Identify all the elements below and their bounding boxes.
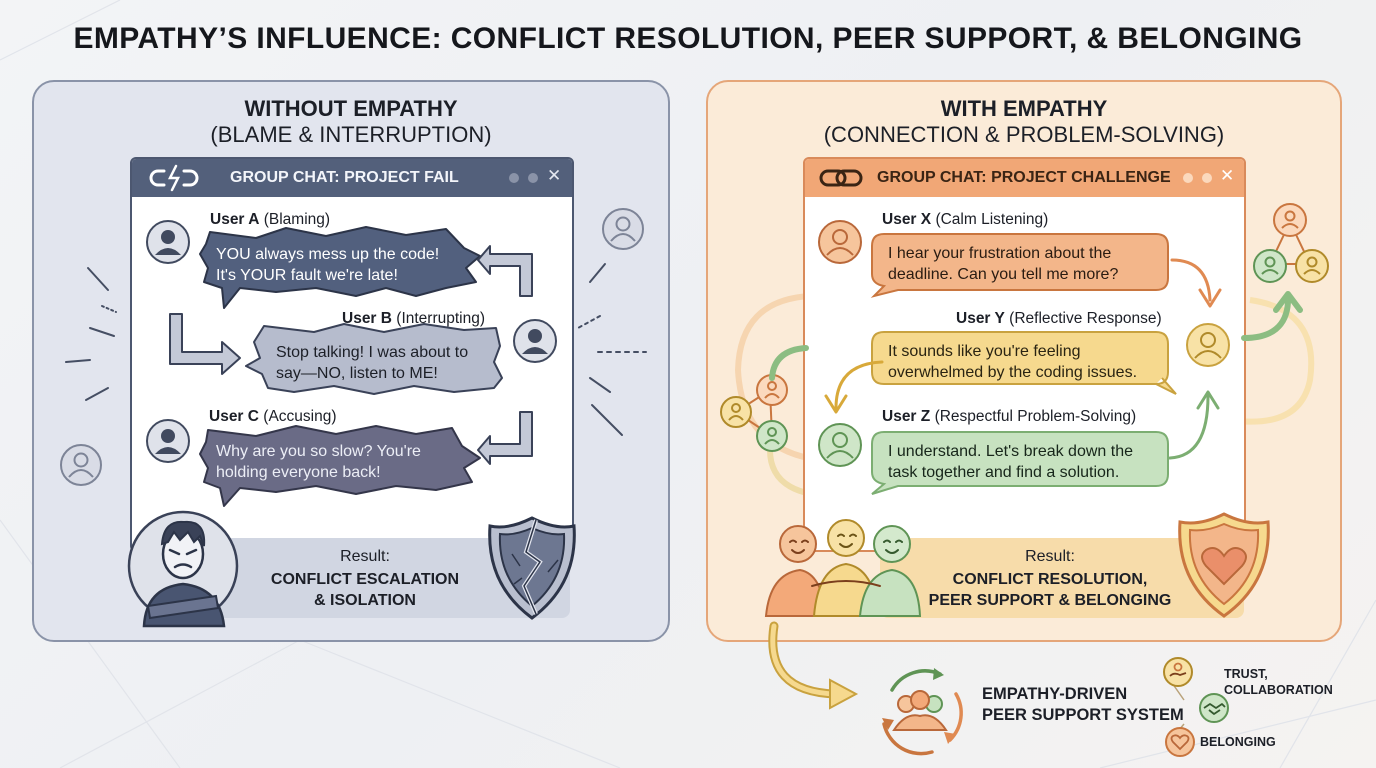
support-arrow-up (1241, 291, 1303, 341)
outcome-trust-line-2: COLLABORATION (1224, 683, 1333, 697)
user-y-avatar (1186, 323, 1230, 367)
outcome-belonging: BELONGING (1200, 735, 1276, 749)
heart-shield-icon (1178, 512, 1270, 618)
message-user-x-line-1: I hear your frustration about the (888, 245, 1112, 262)
user-z-label: User Z (Respectful Problem-Solving) (882, 408, 1137, 425)
user-x-avatar (818, 220, 862, 264)
message-user-z-line-1: I understand. Let's break down the (888, 443, 1133, 460)
window-dot-2[interactable] (1202, 173, 1212, 183)
user-z-avatar (818, 423, 862, 467)
left-result-label: Result: (340, 548, 390, 565)
flow-arrows (824, 258, 1222, 460)
message-user-b-line-2: say—NO, listen to ME! (276, 365, 438, 382)
user-a-avatar (146, 220, 190, 264)
conflict-arrows (169, 245, 533, 465)
without-empathy-heading: WITHOUT EMPATHY (244, 96, 458, 121)
window-title: GROUP CHAT: PROJECT CHALLENGE (877, 169, 1171, 186)
user-b-label: User B (Interrupting) (342, 310, 486, 327)
outcome-trust-line-1: TRUST, (1224, 667, 1268, 681)
bubble-user-b (245, 323, 503, 395)
message-user-b-line-1: Stop talking! I was about to (276, 344, 469, 361)
outcome-flow-arrow (768, 621, 859, 710)
window-title-bar: GROUP CHAT: PROJECT CHALLENGE ✕ (805, 159, 1244, 197)
connected-group-icon (720, 374, 788, 452)
window-close-button[interactable]: ✕ (547, 166, 562, 185)
message-user-a-line-2: It's YOUR fault we're late! (216, 267, 398, 284)
window-title: GROUP CHAT: PROJECT FAIL (230, 169, 459, 186)
user-x-label: User X (Calm Listening) (882, 211, 1049, 228)
user-a-label: User A (Blaming) (210, 211, 331, 228)
connected-group-icon (1253, 203, 1329, 283)
user-y-label: User Y (Reflective Response) (956, 310, 1162, 327)
right-result-line-2: PEER SUPPORT & BELONGING (928, 592, 1172, 609)
isolated-angry-person-icon (127, 510, 239, 628)
support-arrow-left (769, 345, 809, 381)
message-user-y-line-2: overwhelmed by the coding issues. (888, 364, 1138, 381)
with-empathy-heading: WITH EMPATHY (940, 96, 1108, 121)
bubble-user-y (871, 331, 1177, 395)
trust-hand-icon (1163, 657, 1193, 687)
window-dot-1[interactable] (509, 173, 519, 183)
window-close-button[interactable]: ✕ (1220, 166, 1235, 185)
user-b-avatar (513, 319, 557, 363)
left-tension-lines (65, 263, 647, 436)
supportive-group-icon (764, 519, 922, 617)
peer-support-cycle-icon (882, 668, 963, 756)
broken-shield-icon (488, 516, 576, 620)
bubble-user-z (871, 431, 1169, 495)
message-user-a-line-1: YOU always mess up the code! (216, 246, 440, 263)
broken-link-icon (149, 164, 199, 192)
message-user-c-line-2: holding everyone back! (216, 464, 381, 481)
heart-icon (1165, 727, 1195, 757)
without-empathy-subheading: (BLAME & INTERRUPTION) (210, 122, 492, 147)
isolated-user-icon (59, 443, 103, 492)
message-user-c-line-1: Why are you so slow? You're (216, 443, 421, 460)
bubble-user-a (199, 226, 481, 309)
window-title-bar: GROUP CHAT: PROJECT FAIL ✕ (132, 159, 572, 197)
bubble-user-x (870, 233, 1169, 298)
message-user-z-line-2: task together and find a solution. (888, 464, 1120, 481)
right-result-line-1: CONFLICT RESOLUTION, (952, 571, 1148, 588)
isolated-user-icon (601, 207, 645, 256)
message-user-x-line-2: deadline. Can you tell me more? (888, 266, 1119, 283)
window-dot-1[interactable] (1183, 173, 1193, 183)
user-c-label: User C (Accusing) (209, 408, 337, 425)
bubble-user-c (199, 425, 481, 507)
system-title-line-1: EMPATHY-DRIVEN (982, 685, 1128, 703)
right-result-label: Result: (1025, 548, 1075, 565)
main-title: EMPATHY’S INFLUENCE: CONFLICT RESOLUTION… (73, 22, 1303, 55)
handshake-icon (1199, 693, 1229, 723)
window-dot-2[interactable] (528, 173, 538, 183)
message-user-y-line-1: It sounds like you're feeling (888, 343, 1081, 360)
with-empathy-subheading: (CONNECTION & PROBLEM-SOLVING) (823, 122, 1225, 147)
system-title-line-2: PEER SUPPORT SYSTEM (982, 706, 1184, 724)
left-result-line-2: & ISOLATION (314, 592, 416, 609)
left-result-line-1: CONFLICT ESCALATION (270, 571, 460, 588)
chain-link-icon (819, 169, 863, 187)
user-c-avatar (146, 419, 190, 463)
